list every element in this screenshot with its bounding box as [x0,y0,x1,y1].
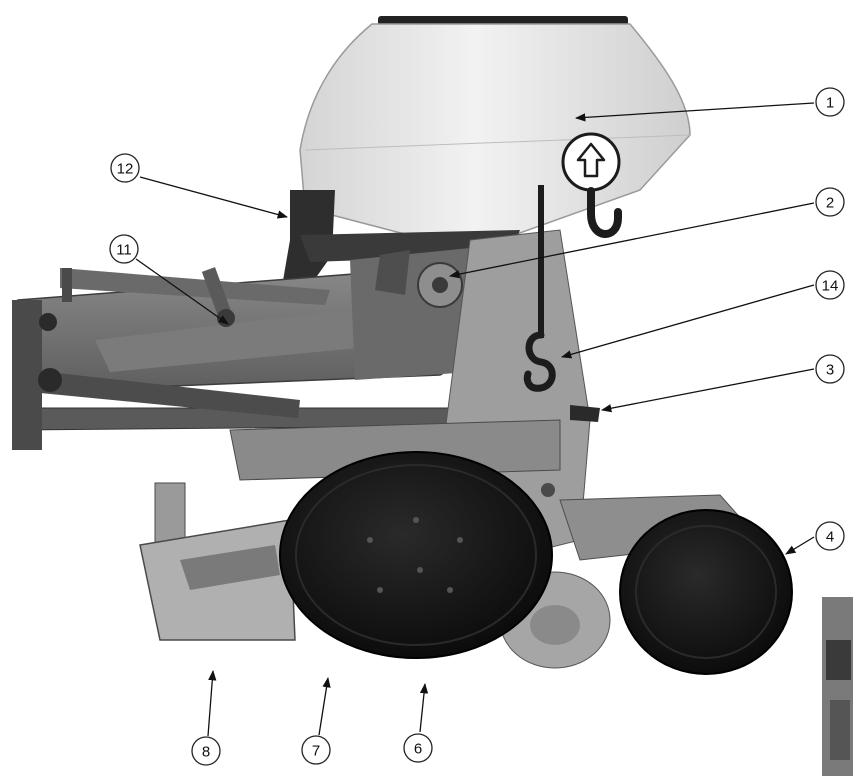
leader-12 [139,176,289,219]
lift-point-symbol [561,132,622,238]
lifting-hook-icon [587,187,622,238]
callout-6-label: 6 [414,741,422,758]
callout-1-label: 1 [826,95,834,112]
callout-8-label: 8 [202,744,210,761]
leader-3 [600,368,815,413]
leader-4 [785,536,815,555]
row-shoe [139,482,296,641]
callout-7: 7 [301,735,331,765]
callout-3-label: 3 [826,362,834,379]
callout-14-label: 14 [822,278,839,295]
leader-14 [561,284,815,359]
leader-7 [318,676,331,736]
callout-3: 3 [815,354,845,384]
callout-8: 8 [191,736,221,766]
callout-4-label: 4 [826,529,834,546]
callout-7-label: 7 [312,743,320,760]
callout-12-label: 12 [117,161,134,178]
lifting-chain-and-hook [523,185,556,392]
callout-12: 12 [110,153,140,183]
callout-11: 11 [109,234,139,264]
callout-14: 14 [815,270,845,300]
leader-8 [207,669,217,737]
callout-4: 4 [815,521,845,551]
callout-11-label: 11 [116,242,132,259]
callout-2-label: 2 [826,195,834,212]
main-frame [12,264,501,450]
leader-11 [135,258,229,325]
callout-2: 2 [815,187,845,217]
callout-1: 1 [815,87,845,117]
leader-1 [574,102,815,122]
gauge-wheel [279,451,553,659]
adjacent-photo-fragment [822,597,853,776]
leader-lines [135,102,815,737]
press-wheel [619,509,793,675]
leader-6 [419,682,429,733]
leader-2 [448,202,815,279]
callout-6: 6 [403,733,433,763]
